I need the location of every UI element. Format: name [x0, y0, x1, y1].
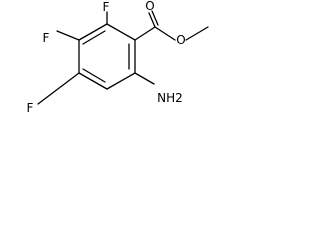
bond-c-f-middle [56, 30, 80, 41]
bond-carbonyl-double-1 [148, 12, 156, 28]
atom-label-ester-oxygen: O [176, 33, 185, 47]
ring-bond-4 [106, 72, 136, 90]
chemical-structure-diagram: F F F O O NH2 [27, 0, 209, 115]
bond-c-nh2 [134, 72, 155, 85]
atom-label-carbonyl-oxygen: O [145, 0, 154, 13]
bond-carbonyl-double-2 [151, 10, 159, 26]
bond-ring-carbonyl [134, 26, 156, 41]
bond-carbonyl-ester-o [154, 26, 176, 41]
benzene-ring [78, 23, 136, 90]
ring-bond-5-inner [82, 68, 106, 83]
ring-bond-2 [106, 23, 136, 41]
atom-label-f-bottom: F [27, 101, 34, 115]
atom-label-f-top: F [103, 0, 110, 14]
bond-c-f-bottom [37, 72, 80, 105]
amino-group-text: NH2 [157, 91, 183, 105]
ring-bond-1-inner [82, 30, 106, 45]
atom-label-f-middle: F [43, 31, 50, 45]
ring-bond-5 [78, 72, 108, 90]
atom-label-amino-group: NH2 [157, 91, 183, 105]
bond-ester-o-methyl [185, 26, 209, 41]
ring-bond-1 [78, 23, 108, 41]
